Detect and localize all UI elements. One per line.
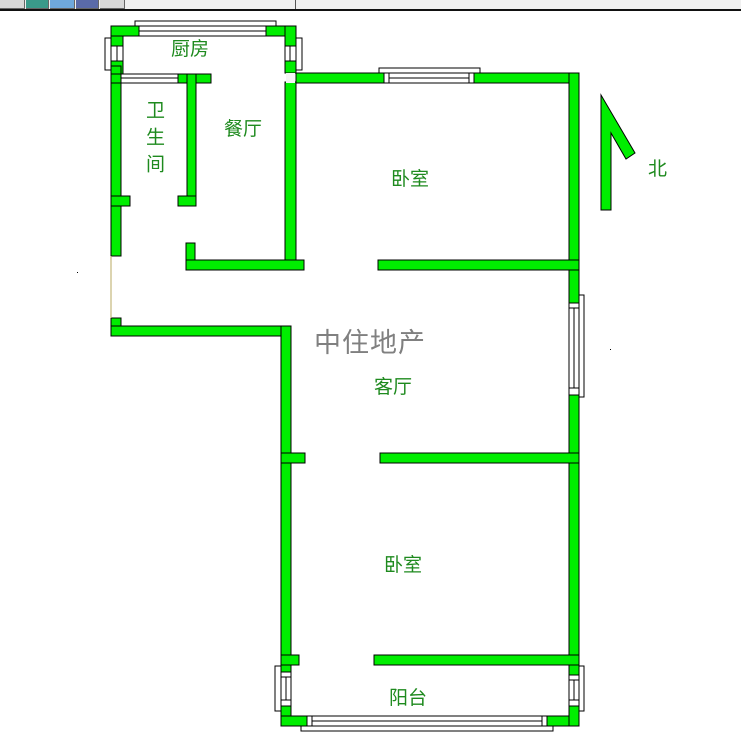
window: [468, 72, 475, 84]
walls: [110, 25, 580, 727]
wall: [295, 72, 385, 84]
wall: [110, 195, 131, 207]
wall: [473, 72, 580, 84]
window: [134, 20, 277, 27]
room-label-bedroom-south: 卧室: [384, 554, 423, 576]
window: [578, 665, 585, 712]
tool-button-4[interactable]: [76, 0, 99, 9]
wall: [377, 259, 580, 271]
wall: [177, 195, 197, 207]
wall: [280, 715, 308, 727]
wall: [284, 25, 297, 47]
window: [274, 665, 282, 712]
window: [541, 715, 548, 727]
north-arrow-icon: [600, 93, 636, 211]
room-label-dining: 餐厅: [224, 118, 263, 140]
window: [568, 302, 580, 309]
tool-button-1[interactable]: [0, 0, 25, 9]
window: [568, 699, 580, 707]
window: [306, 715, 313, 727]
wall: [110, 65, 122, 257]
wall: [280, 654, 300, 666]
wall: [280, 452, 306, 464]
wall: [280, 325, 292, 687]
room-label-balcony: 阳台: [389, 687, 428, 709]
wall: [568, 705, 580, 727]
window: [378, 67, 481, 74]
wall: [110, 25, 140, 37]
toolbar-separator: [295, 0, 296, 9]
window: [295, 37, 303, 71]
wall: [110, 325, 292, 337]
window: [104, 37, 112, 71]
wall: [568, 394, 580, 676]
watermark: 中住地产: [314, 328, 426, 359]
room-label-kitchen: 厨房: [171, 38, 210, 60]
wall-gap: [286, 73, 295, 83]
wall: [110, 73, 122, 84]
wall: [373, 654, 580, 666]
toolbar: [0, 0, 741, 11]
window: [300, 725, 554, 732]
tool-button-2[interactable]: [26, 0, 49, 9]
window: [280, 699, 292, 707]
wall: [185, 259, 305, 271]
wall: [186, 73, 197, 207]
window: [383, 72, 390, 84]
windows: [104, 20, 585, 732]
window: [578, 294, 585, 398]
room-label-bathroom: 卫生间: [143, 100, 165, 181]
compass-label: 北: [648, 158, 668, 180]
window: [568, 387, 580, 396]
tool-button-3[interactable]: [50, 0, 75, 9]
window: [280, 671, 292, 678]
wall: [379, 452, 580, 464]
window: [568, 674, 580, 681]
wall: [284, 81, 297, 271]
room-label-living: 客厅: [374, 376, 413, 398]
wall: [284, 60, 297, 74]
room-label-bedroom-north: 卧室: [391, 168, 430, 190]
tool-button-5[interactable]: [100, 0, 125, 9]
